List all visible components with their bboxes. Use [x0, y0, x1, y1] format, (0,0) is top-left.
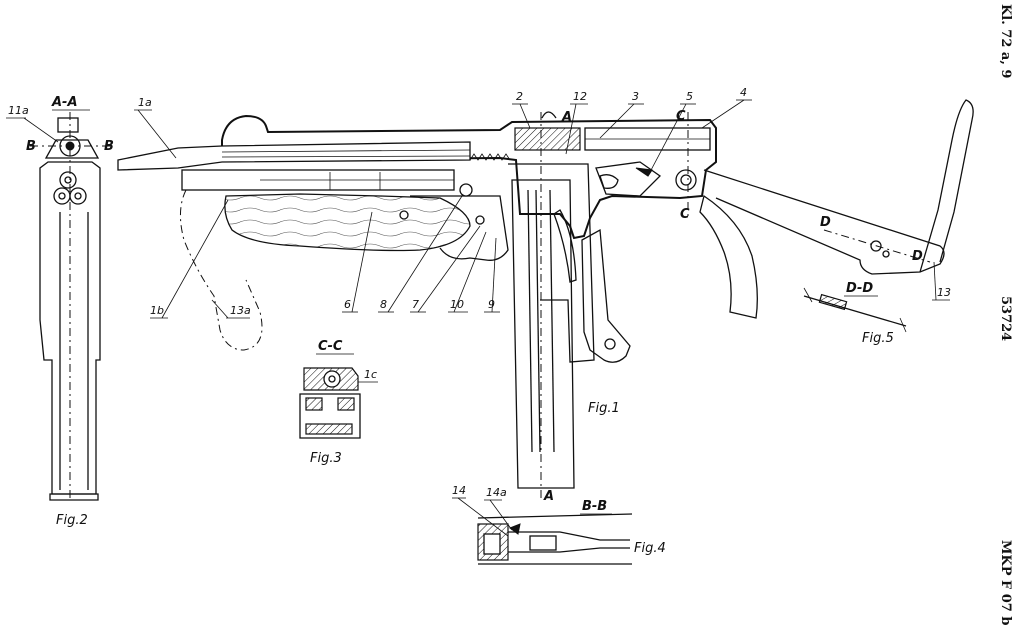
fig4-section-bb: B-B 14 14a Fig.4	[452, 484, 666, 565]
label-9: 9	[488, 298, 495, 311]
stock-curved-arm	[699, 194, 758, 319]
classification-number: Kl. 72 a, 9	[998, 4, 1013, 78]
label-14a: 14a	[486, 486, 507, 499]
reference-labels-fig1: 1a 2 12 3 5 4 1b 13a 6	[134, 86, 951, 319]
section-title-cc: C-C	[318, 339, 343, 354]
marker-b-left: B	[26, 139, 36, 154]
marker-d-left: D	[820, 215, 831, 230]
marker-b-right: B	[104, 139, 114, 154]
label-13a: 13a	[230, 304, 251, 317]
label-12: 12	[573, 90, 587, 103]
marker-d-right: D	[912, 249, 923, 264]
label-7: 7	[412, 298, 419, 311]
section-title-aa: A-A	[51, 95, 78, 110]
fig3-caption: Fig.3	[310, 451, 342, 466]
fig5-caption: Fig.5	[862, 331, 894, 346]
label-5: 5	[686, 90, 693, 103]
fig5-section-dd: D-D Fig.5	[803, 281, 907, 346]
magazine-well	[508, 163, 595, 363]
label-13: 13	[937, 286, 951, 299]
bolt	[514, 127, 581, 151]
label-11a: 11a	[8, 104, 29, 117]
marker-a-bottom: A	[543, 489, 554, 504]
fig4-caption: Fig.4	[634, 541, 666, 556]
marker-c-bottom: C	[680, 207, 690, 222]
label-1a: 1a	[138, 96, 152, 109]
label-1c: 1c	[364, 368, 377, 381]
magazine	[511, 179, 575, 489]
fig2-caption: Fig.2	[56, 513, 88, 528]
patent-number: 53724	[998, 296, 1013, 341]
label-8: 8	[380, 298, 387, 311]
label-1b: 1b	[150, 304, 164, 317]
section-title-dd: D-D	[846, 281, 873, 296]
section-line-d	[823, 229, 931, 263]
trigger	[553, 209, 577, 283]
label-14: 14	[452, 484, 466, 497]
pistol-grip	[581, 228, 631, 363]
label-2: 2	[516, 90, 523, 103]
right-margin-text: Kl. 72 a, 9 53724 MKP F 07 b	[998, 4, 1013, 625]
fig2-end-view: 11a A-A B B Fig.2	[6, 95, 114, 528]
document-code: MKP F 07 b	[998, 540, 1013, 625]
marker-a-top: A	[561, 110, 572, 125]
receiver-outline	[221, 114, 717, 240]
label-4: 4	[740, 86, 747, 99]
label-3: 3	[632, 90, 639, 103]
front-sight	[541, 111, 557, 119]
wooden-foregrip	[224, 193, 471, 252]
fig5-section-bar	[818, 293, 848, 311]
fig3-lower-section	[299, 393, 361, 439]
fig1-side-view: A A C C D D 1a 2 12 3 5 4	[117, 86, 974, 504]
fig2-body	[39, 161, 101, 495]
recoil-spring	[469, 153, 511, 161]
fig3-section-cc: C-C 1c Fig.3	[299, 339, 378, 466]
section-title-bb: B-B	[582, 499, 607, 514]
marker-c-top: C	[676, 109, 686, 124]
trigger-frame	[410, 195, 509, 261]
label-6: 6	[344, 298, 351, 311]
fig1-caption: Fig.1	[588, 401, 620, 416]
label-10: 10	[450, 298, 464, 311]
